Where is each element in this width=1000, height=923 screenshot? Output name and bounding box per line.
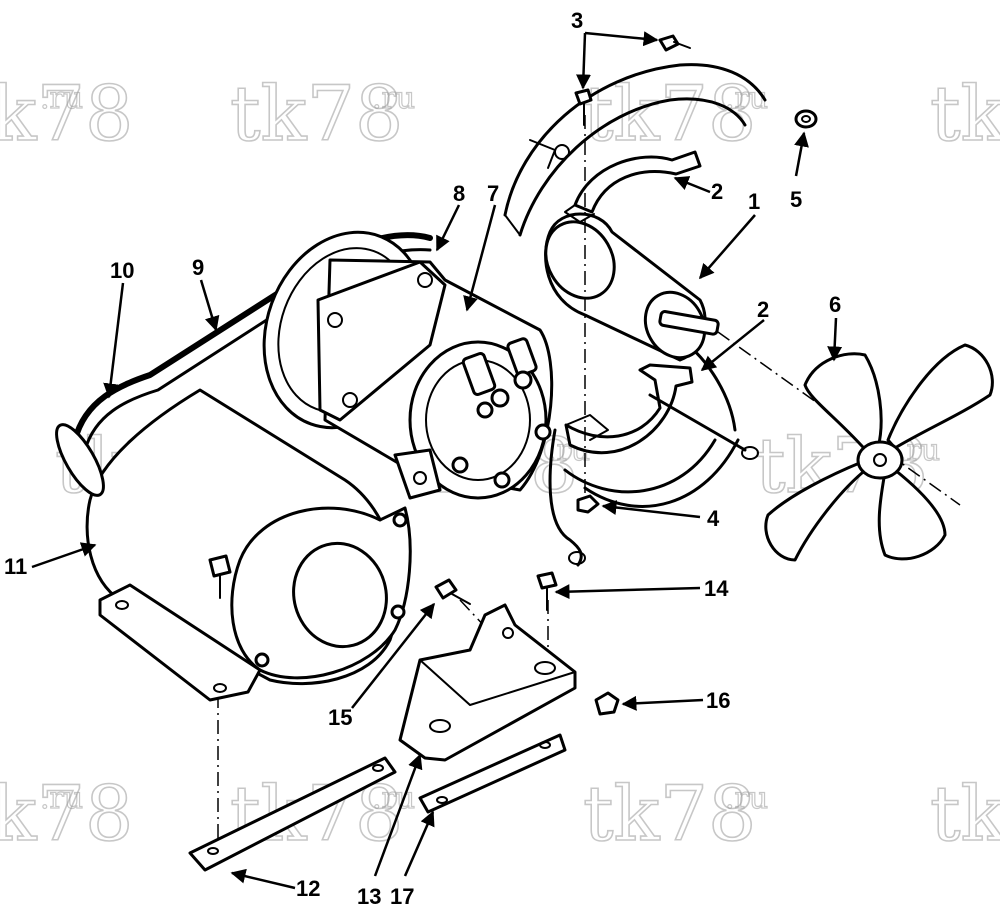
motor-pulley bbox=[55, 423, 105, 497]
callout-9: 9 bbox=[192, 255, 204, 280]
fan-blade bbox=[764, 343, 994, 562]
bolt-15 bbox=[434, 578, 471, 605]
svg-text:.ru: .ru bbox=[725, 781, 768, 816]
grommet-5 bbox=[794, 109, 818, 129]
service-valve-1 bbox=[461, 352, 497, 396]
callout-2-lower: 2 bbox=[757, 297, 769, 322]
base-rail bbox=[188, 756, 397, 872]
watermark-bottom-right: tk78 bbox=[929, 768, 1000, 859]
watermark-top-left: tk78 .ru bbox=[0, 68, 134, 159]
compressor-head bbox=[408, 340, 548, 500]
svg-text:tk78: tk78 bbox=[583, 769, 756, 858]
compressor bbox=[262, 230, 554, 500]
watermark-top-right: tk78 bbox=[929, 68, 1000, 159]
callout-7: 7 bbox=[487, 181, 499, 206]
watermark-bottom-center-right: tk78 .ru bbox=[582, 768, 769, 859]
callout-10: 10 bbox=[110, 258, 134, 283]
fan-hub bbox=[856, 440, 904, 480]
leader-lines bbox=[31, 31, 843, 890]
spacer-plate bbox=[418, 733, 567, 814]
motor-strap-lower bbox=[564, 363, 694, 455]
svg-text:.ru: .ru bbox=[40, 81, 83, 116]
bolt-11-stud bbox=[208, 554, 232, 599]
callout-13: 13 bbox=[357, 884, 381, 909]
svg-text:.ru: .ru bbox=[372, 81, 415, 116]
bolt-3-vertical bbox=[574, 88, 593, 126]
callout-11: 11 bbox=[4, 554, 27, 579]
callout-16: 16 bbox=[706, 688, 730, 713]
callout-1: 1 bbox=[748, 189, 760, 214]
compressor-foot bbox=[393, 448, 442, 500]
fan-motor bbox=[544, 212, 720, 362]
watermark-bottom-left: tk78 .ru bbox=[0, 768, 134, 859]
callout-12: 12 bbox=[296, 876, 320, 901]
watermark-top-center: tk78 .ru bbox=[229, 68, 416, 159]
motor-mount-foot bbox=[98, 583, 262, 702]
mounting-bracket bbox=[398, 603, 577, 762]
svg-text:tk78: tk78 bbox=[930, 69, 1000, 158]
motor-strap-upper bbox=[564, 150, 702, 223]
callout-5: 5 bbox=[790, 187, 802, 212]
callout-17: 17 bbox=[390, 884, 414, 909]
watermark-top-center-right: tk78 .ru bbox=[582, 68, 769, 159]
svg-text:tk78: tk78 bbox=[230, 69, 403, 158]
bolt-14 bbox=[536, 571, 558, 611]
callout-labels: 1 2 2 3 4 5 6 7 8 9 10 11 12 13 17 14 15… bbox=[4, 8, 841, 909]
svg-text:tk78: tk78 bbox=[930, 769, 1000, 858]
support-rod bbox=[548, 393, 759, 567]
svg-text:tk78: tk78 bbox=[0, 769, 133, 858]
bolt-3-top bbox=[658, 34, 691, 52]
svg-text:.ru: .ru bbox=[40, 781, 83, 816]
callout-6: 6 bbox=[829, 292, 841, 317]
svg-text:tk78: tk78 bbox=[0, 69, 133, 158]
callout-4: 4 bbox=[707, 506, 720, 531]
callout-15: 15 bbox=[328, 705, 352, 730]
fan-shroud bbox=[503, 63, 767, 508]
drive-motor bbox=[55, 388, 412, 702]
callout-8: 8 bbox=[453, 181, 465, 206]
motor-shaft bbox=[658, 310, 720, 336]
nut-4 bbox=[576, 494, 600, 514]
callout-2-upper: 2 bbox=[711, 179, 723, 204]
callout-3: 3 bbox=[571, 8, 583, 33]
callout-14: 14 bbox=[704, 576, 729, 601]
nut-16 bbox=[594, 691, 620, 716]
